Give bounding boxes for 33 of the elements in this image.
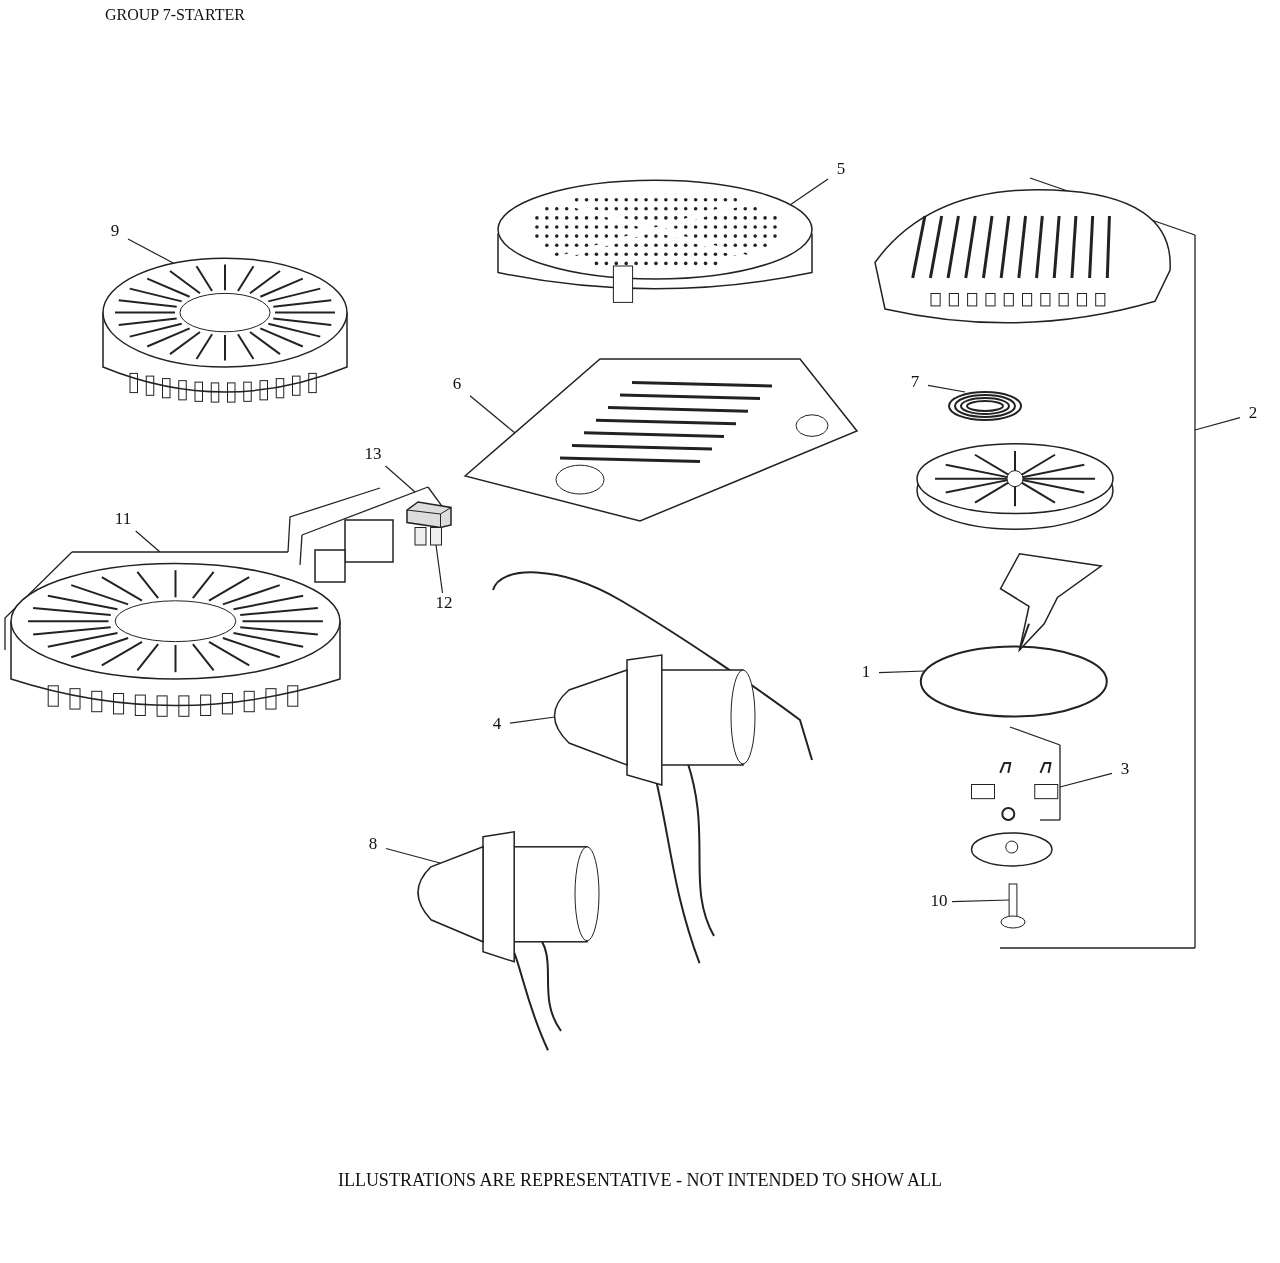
callout-number: 9 bbox=[102, 221, 128, 243]
leader-line bbox=[789, 178, 829, 206]
leader-line bbox=[127, 238, 176, 265]
callout-number: 5 bbox=[828, 159, 854, 181]
callout-number: 11 bbox=[110, 509, 136, 531]
leader-line bbox=[878, 670, 926, 674]
bolt-drawing bbox=[1000, 882, 1026, 932]
leader-line bbox=[927, 384, 966, 393]
leader-line bbox=[1194, 417, 1241, 431]
leader-line bbox=[384, 465, 416, 493]
callout-number: 10 bbox=[926, 891, 952, 913]
leader-line bbox=[385, 847, 441, 864]
leader-line bbox=[951, 899, 1010, 903]
leader-line bbox=[1059, 772, 1113, 788]
callout-number: 8 bbox=[360, 834, 386, 856]
callout-number: 13 bbox=[360, 444, 386, 466]
spring-drawing bbox=[947, 390, 1023, 422]
leader-line bbox=[135, 530, 161, 553]
callout-number: 3 bbox=[1112, 759, 1138, 781]
leader-line bbox=[509, 716, 556, 724]
callout-number: 1 bbox=[853, 662, 879, 684]
leader-line bbox=[435, 544, 444, 594]
callout-number: 6 bbox=[444, 374, 470, 396]
callout-number: 7 bbox=[902, 372, 928, 394]
callout-number: 12 bbox=[431, 593, 457, 615]
bracket bbox=[72, 548, 288, 556]
callout-number: 2 bbox=[1240, 403, 1266, 425]
bracket bbox=[300, 485, 430, 537]
pulley-drawing bbox=[915, 440, 1115, 532]
title: GROUP 7-STARTER bbox=[105, 6, 245, 24]
callout-number: 4 bbox=[484, 714, 510, 736]
leader-line bbox=[469, 395, 516, 434]
caption: ILLUSTRATIONS ARE REPRESENTATIVE - NOT INTENDED TO SHOW ALL bbox=[336, 1170, 944, 1191]
